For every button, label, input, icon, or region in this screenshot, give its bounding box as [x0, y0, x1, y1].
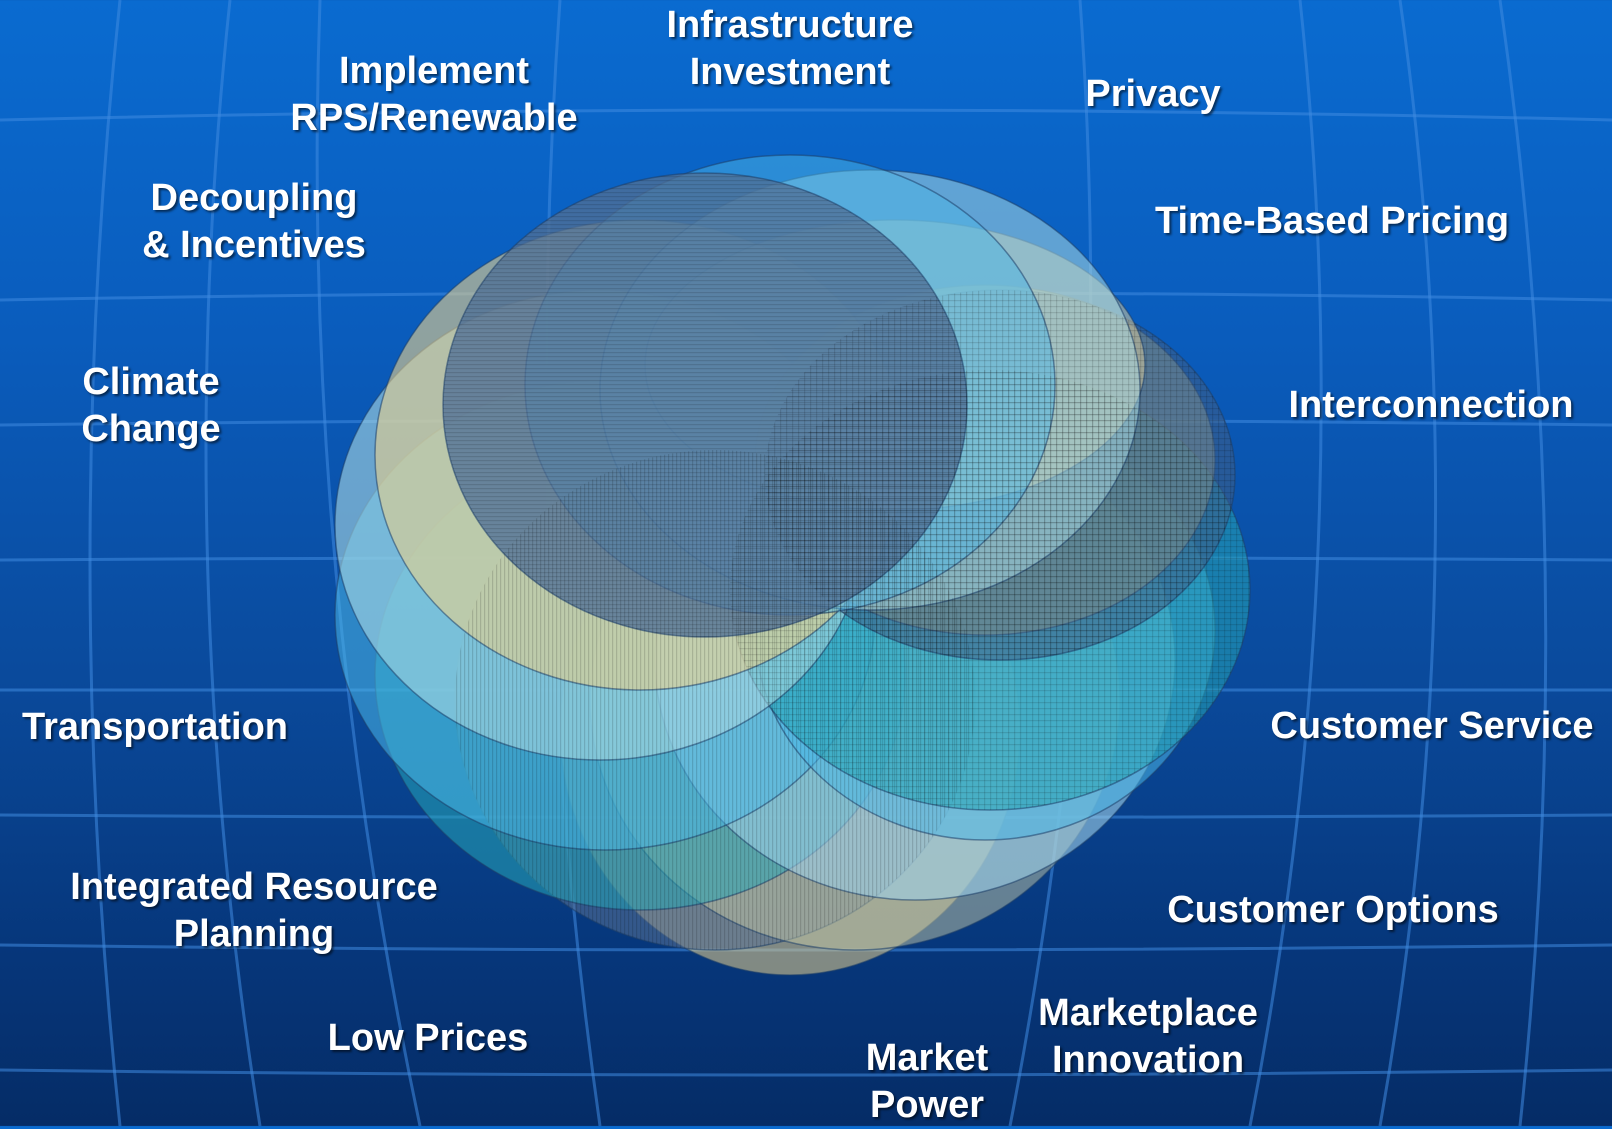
label-line: Interconnection [1288, 384, 1574, 426]
label-interconnection: Interconnection [1288, 382, 1573, 429]
label-infrastructure-investment: Infrastructure Investment [666, 2, 913, 96]
label-line: Low Prices [327, 1017, 529, 1059]
label-decoupling-incentives: Decoupling & Incentives [142, 175, 366, 269]
label-line: Infrastructure [666, 4, 914, 46]
label-line: Implement [338, 50, 530, 92]
label-line: Customer Options [1167, 889, 1499, 931]
label-transportation: Transportation [22, 704, 288, 751]
label-customer-service: Customer Service [1270, 703, 1593, 750]
label-marketplace-innovation: Marketplace Innovation [1038, 990, 1258, 1084]
label-market-power: Market Power [866, 1035, 989, 1129]
label-integrated-resource-planning: Integrated Resource Planning [70, 864, 437, 958]
label-low-prices: Low Prices [328, 1015, 529, 1062]
label-line: Privacy [1085, 73, 1221, 115]
label-customer-options: Customer Options [1167, 887, 1498, 934]
label-line: Integrated Resource [70, 866, 438, 908]
label-climate-change: Climate Change [81, 359, 220, 453]
label-time-based-pricing: Time-Based Pricing [1155, 198, 1509, 245]
label-implement-rps: Implement RPS/Renewable [290, 48, 577, 142]
label-line: Change [81, 408, 221, 450]
label-line: Marketplace [1038, 992, 1258, 1034]
label-line: Climate [82, 361, 220, 403]
label-line: & Incentives [142, 224, 366, 266]
label-line: RPS/Renewable [290, 97, 578, 139]
label-line: Decoupling [150, 177, 358, 219]
label-line: Transportation [21, 706, 289, 748]
label-line: Investment [689, 51, 891, 93]
label-privacy: Privacy [1085, 71, 1220, 118]
label-line: Customer Service [1270, 705, 1594, 747]
label-line: Power [869, 1084, 985, 1126]
label-line: Time-Based Pricing [1154, 200, 1510, 242]
label-line: Innovation [1051, 1039, 1245, 1081]
label-line: Planning [173, 913, 335, 955]
label-line: Market [865, 1037, 989, 1079]
